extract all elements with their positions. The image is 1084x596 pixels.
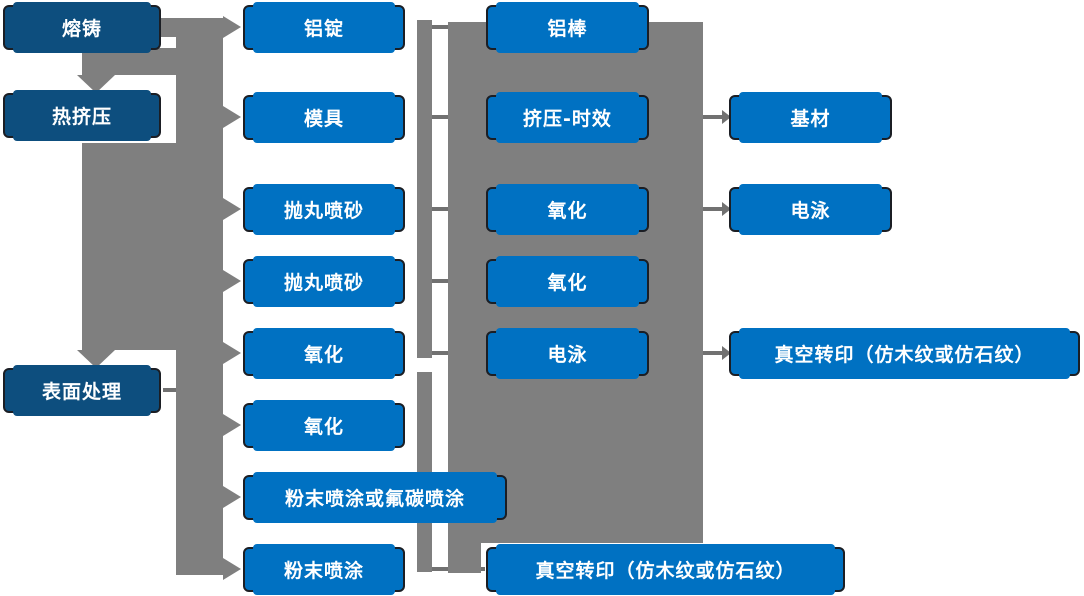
node-in-powder-fluoro: 粉末喷涂或氟碳喷涂 (243, 472, 507, 523)
stub-row-2 (432, 115, 448, 119)
node-p-rod: 铝棒 (486, 2, 649, 53)
node-p-oxidation-1: 氧化 (486, 184, 649, 235)
node-in-blast-1: 抛丸喷砂 (243, 184, 405, 235)
connector-bar-upper (417, 20, 432, 358)
arrow-to-powder-fluoro-icon (223, 486, 241, 508)
stub-row-5 (432, 351, 448, 355)
node-in-oxidation-2: 氧化 (243, 400, 405, 451)
arrow-to-vacuum-icon (722, 346, 731, 360)
arrow-to-powder-icon (223, 558, 241, 580)
arrow-to-mold-icon (223, 106, 241, 128)
node-in-blast-2: 抛丸喷砂 (243, 256, 405, 307)
arrow-extrusion-to-surface-icon (77, 350, 115, 368)
connector-process-panel-foot (448, 543, 481, 573)
node-in-mold: 模具 (243, 92, 405, 143)
node-out-vacuum: 真空转印（仿木纹或仿石纹） (729, 328, 1080, 379)
node-in-oxidation-1: 氧化 (243, 328, 405, 379)
node-out-base: 基材 (729, 92, 892, 143)
connector-surface-stub (163, 388, 176, 392)
node-p-vacuum: 真空转印（仿木纹或仿石纹） (486, 544, 845, 595)
node-p-extrude-age: 挤压-时效 (486, 92, 649, 143)
arrow-to-base-icon (722, 110, 731, 124)
node-stage-extrusion: 热挤压 (3, 90, 161, 141)
arrow-melting-to-extrusion-icon (77, 75, 115, 93)
connector-extrusion-block (82, 143, 176, 350)
arrow-to-blast-2-icon (223, 270, 241, 292)
arrow-to-ingot-icon (223, 16, 241, 38)
node-in-ingot: 铝锭 (243, 2, 405, 53)
node-stage-melting: 熔铸 (3, 2, 161, 53)
connector-melting-branch (161, 18, 223, 37)
stub-row-1 (432, 25, 448, 29)
line-to-edp (703, 207, 722, 211)
stub-row-3 (432, 207, 448, 211)
arrow-to-oxidation-1-icon (223, 342, 241, 364)
node-p-edp: 电泳 (486, 328, 649, 379)
arrow-to-blast-1-icon (223, 198, 241, 220)
line-to-vacuum (703, 351, 722, 355)
node-stage-surface: 表面处理 (3, 365, 161, 416)
connector-trunk (176, 18, 223, 575)
arrow-to-edp-icon (722, 202, 731, 216)
arrow-to-oxidation-2-icon (223, 414, 241, 436)
node-p-oxidation-2: 氧化 (486, 256, 649, 307)
node-out-edp: 电泳 (729, 184, 892, 235)
line-to-base (703, 115, 722, 119)
node-in-powder: 粉末喷涂 (243, 544, 405, 595)
stub-row-4 (432, 279, 448, 283)
